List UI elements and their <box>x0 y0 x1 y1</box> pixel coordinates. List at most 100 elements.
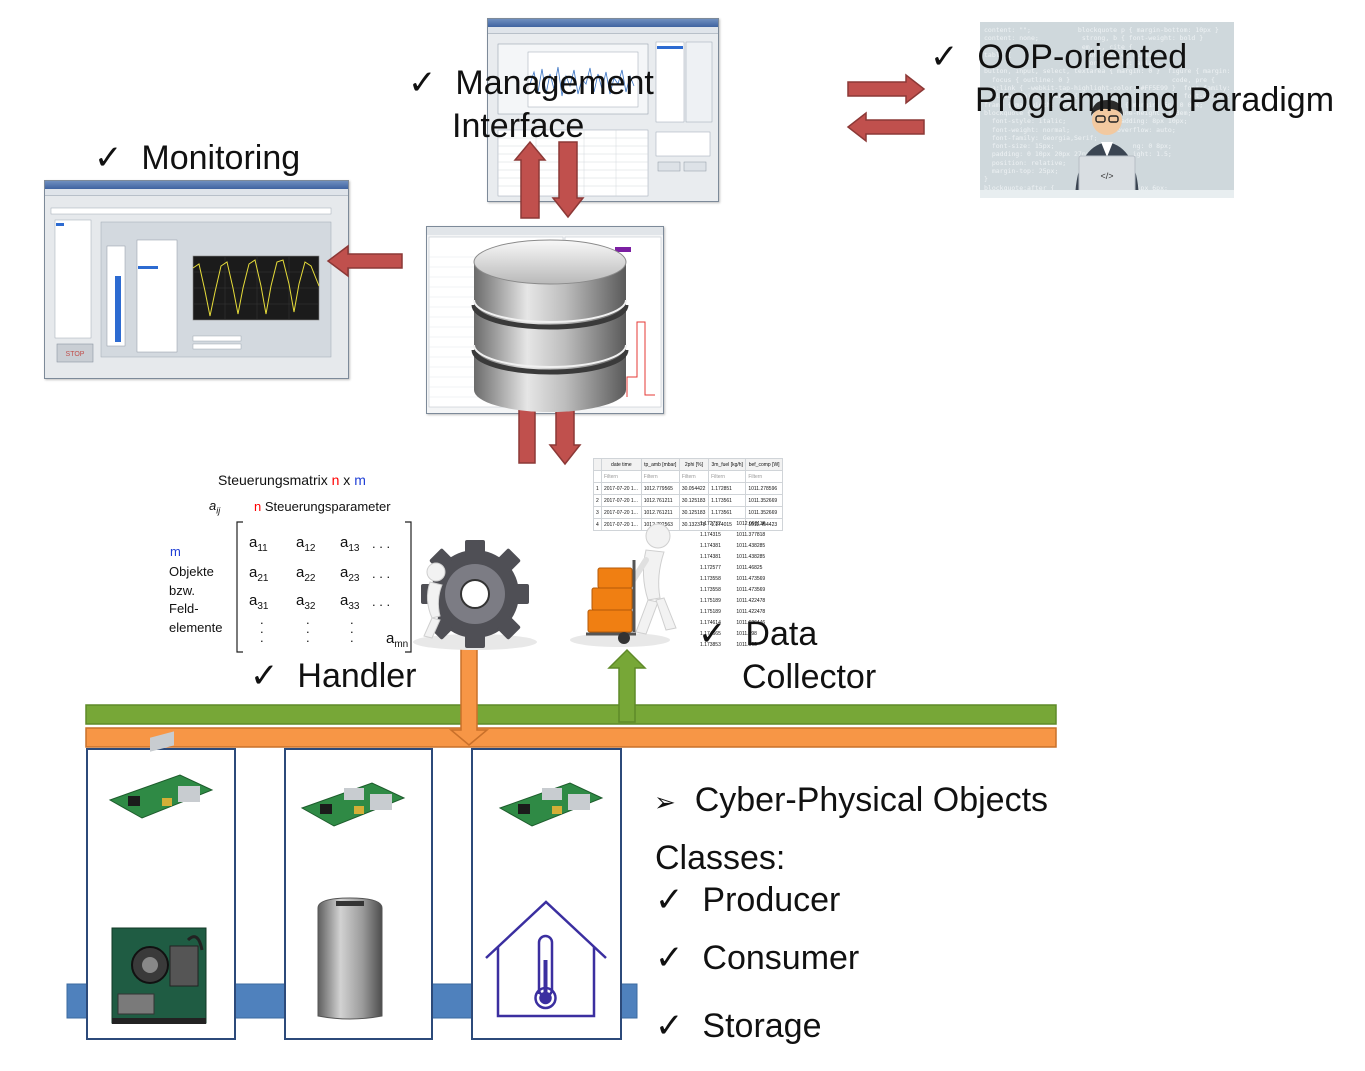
table-row: 1.174315 1011.377818 <box>698 529 783 540</box>
table-cell: 1.174665 <box>700 630 721 637</box>
red-arrow-right-oop <box>847 73 926 105</box>
table-cell: 1012.068136 <box>736 520 766 527</box>
matrix-m-label: m <box>170 544 181 559</box>
matrix-element-amn: amn <box>386 630 409 650</box>
monitoring-label: Monitoring <box>94 137 300 180</box>
database-icon <box>471 239 629 412</box>
table-cell: 1.174381 <box>700 542 721 549</box>
red-arrow-up-management <box>513 140 547 219</box>
table-cell: 1011.626446 <box>736 619 766 626</box>
raspberry-pi-icon <box>498 782 604 827</box>
table-cell: 1011.473569 <box>736 575 766 582</box>
data-collector-icon <box>570 523 677 647</box>
table-cell: 1.174315 <box>700 531 721 538</box>
table-cell: 30.132378 <box>678 518 710 531</box>
green-arrow-up <box>607 648 647 723</box>
raspberry-pi-icon <box>108 731 214 819</box>
table-cell: 1.174015 <box>708 518 747 531</box>
table-row: 1.173558 1011.473569 <box>698 573 783 584</box>
matrix-dots: . . . <box>372 566 391 581</box>
matrix-title: Steuerungsmatrix n x m <box>218 472 366 488</box>
matrix-objects-label: Objekte bzw. Feld- elemente <box>169 564 223 635</box>
table-cell: 1011.473569 <box>736 586 766 593</box>
table-row: 1.174381 1011.438285 <box>698 540 783 551</box>
table-cell: 1011.568 <box>736 641 757 648</box>
orange-arrow-down <box>448 647 490 746</box>
chp-engine-icon <box>111 927 207 1024</box>
matrix-element: a12 <box>296 534 316 554</box>
class-consumer: Consumer <box>655 937 859 980</box>
table-cell: 1011.454423 <box>745 518 783 531</box>
programmer-illustration: </> <box>980 100 1234 198</box>
house-thermometer-icon <box>485 900 607 1018</box>
table-cell: 1.173853 <box>700 641 721 648</box>
matrix-element: a32 <box>296 592 316 612</box>
table-header-cell: 3m_fuel [kg/h] <box>708 458 747 471</box>
matrix-vertical-dots: ... <box>350 612 354 645</box>
svg-text:</>: </> <box>1100 171 1113 181</box>
table-cell: 1011.422478 <box>736 597 766 604</box>
matrix-element: a11 <box>249 534 268 554</box>
matrix-element: a22 <box>296 564 316 584</box>
table-cell: 1.173558 <box>700 575 721 582</box>
matrix-element: a31 <box>249 592 269 612</box>
red-arrow-down-management <box>551 141 585 219</box>
cpo-header: ➢ Cyber-Physical Objects <box>654 781 1049 819</box>
table-cell: 1.175189 <box>700 597 721 604</box>
check-icon <box>655 881 684 919</box>
arrowhead-bullet-icon: ➢ <box>654 787 676 817</box>
table-cell: 1011.438285 <box>736 542 766 549</box>
class-storage: Storage <box>655 1005 822 1048</box>
check-icon <box>250 657 279 695</box>
red-arrow-left-oop <box>846 111 925 143</box>
gear-handler-icon <box>413 540 537 650</box>
table-cell: 1011.598 <box>736 630 757 637</box>
red-arrow-left-monitoring <box>326 244 403 278</box>
orange-bus <box>85 727 1057 748</box>
matrix-element: a21 <box>249 564 269 584</box>
matrix-element: a23 <box>340 564 360 584</box>
matrix-aij: aij <box>209 498 221 516</box>
table-cell: 1011.422478 <box>736 608 766 615</box>
green-bus <box>85 704 1057 725</box>
table-cell: 1011.377818 <box>736 531 766 538</box>
table-cell: 1011.46825 <box>736 564 763 571</box>
monitoring-screenshot: STOP <box>44 180 349 379</box>
matrix-vertical-dots: ... <box>306 612 310 645</box>
matrix-element: a33 <box>340 592 360 612</box>
check-icon <box>655 1007 684 1045</box>
handler-label: Handler <box>250 655 416 698</box>
storage-tank-icon <box>317 897 383 1020</box>
oop-programmer-image: content: ""; blockquote p { margin-botto… <box>980 22 1234 198</box>
check-icon <box>655 939 684 977</box>
classes-label: Classes: <box>655 839 786 877</box>
table-row: 1.174665 1011.598 <box>698 628 783 639</box>
matrix-dots: . . . <box>372 594 391 609</box>
matrix-element: a13 <box>340 534 360 554</box>
table-row: 1.175189 1011.422478 <box>698 595 783 606</box>
data-collector-label: Data Collector <box>698 613 876 698</box>
class-producer: Producer <box>655 879 840 922</box>
table-cell: 1.172577 <box>700 564 721 571</box>
check-icon <box>94 139 123 177</box>
monitoring-content: STOP <box>45 196 348 378</box>
table-header-cell: 2phi [%] <box>678 458 710 471</box>
table-cell: 1011.438285 <box>736 553 766 560</box>
table-cell: 1.172732 <box>700 520 721 527</box>
table-cell: 1.173558 <box>700 586 721 593</box>
check-icon <box>408 64 437 102</box>
raspberry-pi-icon <box>300 782 406 827</box>
table-row: 1.172732 1012.068136 <box>698 518 783 529</box>
table-row: 1.173853 1011.568 <box>698 639 783 648</box>
